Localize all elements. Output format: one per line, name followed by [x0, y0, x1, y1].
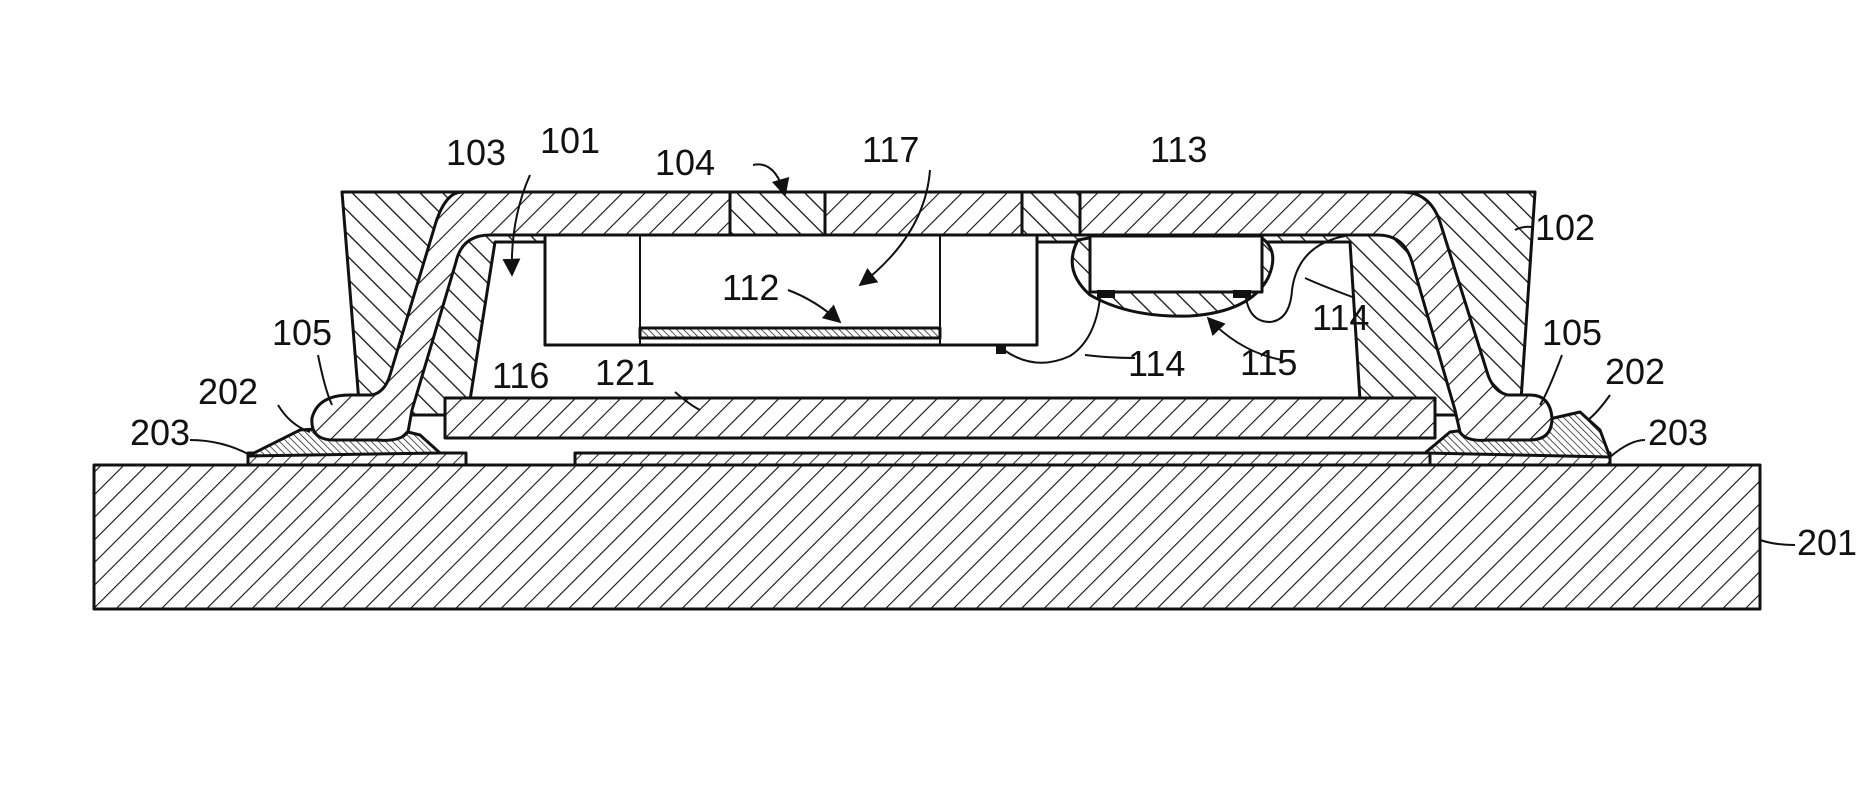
leader-202-right: [1588, 395, 1610, 420]
label-117: 117: [862, 129, 919, 170]
label-201: 201: [1797, 522, 1857, 563]
leader-105-right: [1540, 355, 1562, 405]
label-105-left: 105: [272, 312, 332, 353]
leader-202-left: [278, 405, 310, 432]
leader-203-right: [1610, 440, 1645, 457]
leader-201: [1760, 540, 1795, 545]
label-104: 104: [655, 142, 715, 183]
label-112: 112: [722, 267, 779, 308]
label-116: 116: [492, 355, 549, 396]
chip-bump-right: [1233, 290, 1251, 298]
label-115: 115: [1240, 342, 1297, 383]
chip-113: [1090, 236, 1262, 292]
leader-105-left: [318, 355, 332, 405]
membrane-112: [640, 328, 940, 338]
label-202-right: 202: [1605, 351, 1665, 392]
leader-203-left: [190, 440, 250, 455]
inner-plate-121: [445, 398, 1435, 438]
label-114-upper: 114: [1312, 297, 1369, 338]
label-203-left: 203: [130, 412, 190, 453]
label-103: 103: [446, 132, 506, 173]
label-101: 101: [540, 120, 600, 161]
chip-bump-left: [1097, 290, 1115, 298]
label-203-right: 203: [1648, 412, 1708, 453]
label-102: 102: [1535, 207, 1595, 248]
substrate-201: [94, 465, 1760, 609]
label-121: 121: [595, 352, 655, 393]
label-105-right: 105: [1542, 312, 1602, 353]
label-202-left: 202: [198, 371, 258, 412]
label-114-lower: 114: [1128, 343, 1185, 384]
lid-insert: [1022, 192, 1080, 235]
label-113: 113: [1150, 129, 1207, 170]
inner-pad-strip: [575, 453, 1535, 465]
leader-104: [753, 164, 785, 195]
